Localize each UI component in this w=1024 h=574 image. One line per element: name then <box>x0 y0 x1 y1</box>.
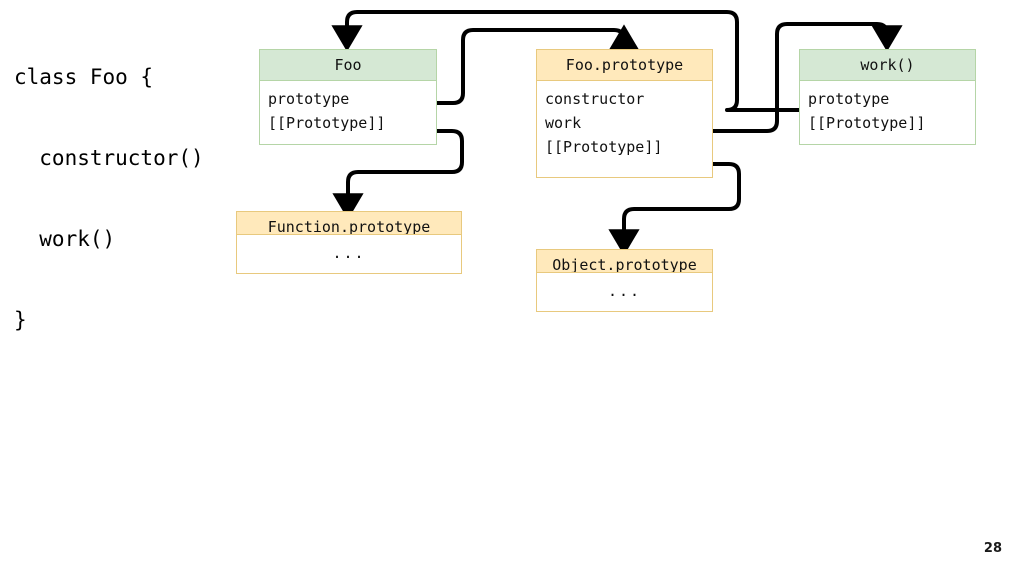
node-title-foo: Foo <box>260 50 436 81</box>
node-row-foo-internal-prototype: [[Prototype]] <box>268 114 386 132</box>
node-title-function-prototype: Function.prototype <box>237 212 461 235</box>
node-title-object-prototype: Object.prototype <box>537 250 712 273</box>
node-box-function-prototype[interactable]: Function.prototype ... <box>236 211 462 274</box>
node-row-work-internal-prototype: [[Prototype]] <box>808 114 926 132</box>
node-box-object-prototype[interactable]: Object.prototype ... <box>536 249 713 312</box>
code-line: } <box>14 308 27 332</box>
node-box-foo[interactable]: Foo prototype [[Prototype]] <box>259 49 437 145</box>
node-row-work-prototype: prototype <box>808 90 890 108</box>
node-body-function-prototype: ... <box>237 235 461 273</box>
code-line: work() <box>14 227 116 251</box>
node-body-foo: prototype [[Prototype]] <box>260 81 436 144</box>
node-body-work: prototype [[Prototype]] <box>800 81 975 144</box>
node-row-foo-prototype: prototype <box>268 90 350 108</box>
node-box-foo-prototype[interactable]: Foo.prototype constructor work [[Prototy… <box>536 49 713 178</box>
node-row-object-prototype-ellipsis: ... <box>607 282 642 300</box>
code-line: class Foo { <box>14 65 154 89</box>
node-body-object-prototype: ... <box>537 273 712 311</box>
node-title-foo-prototype: Foo.prototype <box>537 50 712 81</box>
node-row-foo-prototype-internal: [[Prototype]] <box>545 138 663 156</box>
code-block: class Foo { constructor() work() } <box>14 10 204 388</box>
node-row-constructor: constructor <box>545 90 645 108</box>
node-row-function-prototype-ellipsis: ... <box>332 244 366 262</box>
node-box-work[interactable]: work() prototype [[Prototype]] <box>799 49 976 145</box>
node-title-work: work() <box>800 50 975 81</box>
node-body-foo-prototype: constructor work [[Prototype]] <box>537 81 712 177</box>
page-number: 28 <box>983 541 1002 556</box>
code-line: constructor() <box>14 146 204 170</box>
node-row-work: work <box>545 114 582 132</box>
